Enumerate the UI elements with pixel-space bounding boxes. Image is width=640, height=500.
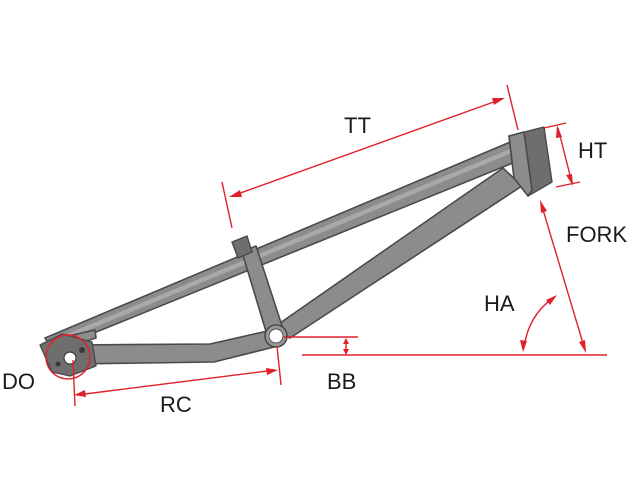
ha-arrow-top [546, 295, 557, 305]
dropout-bolt-2 [55, 361, 61, 367]
rc-extension-left [72, 359, 76, 407]
label-tt: TT [344, 113, 371, 138]
rc-dimension-line [76, 369, 276, 396]
seat-clamp [231, 235, 253, 259]
label-ha: HA [484, 291, 515, 316]
fork-arrow-top [540, 200, 547, 213]
dropout-bolt [79, 347, 85, 353]
bike-frame [39, 126, 553, 377]
bottom-bracket-bore [268, 328, 284, 344]
ha-arrow-bottom [520, 340, 527, 352]
dimension-lines [45, 84, 607, 407]
top-tube-highlight [60, 148, 514, 341]
label-rc: RC [160, 392, 192, 417]
bb-arrow-top [343, 338, 349, 344]
ha-angle-arc [523, 297, 554, 349]
ht-extension-bottom [555, 181, 581, 188]
tt-arrow-left [229, 190, 242, 197]
do-highlight-circle [45, 334, 91, 380]
tt-extension-right [506, 84, 519, 131]
label-bb: BB [327, 369, 356, 394]
tt-dimension-line [231, 98, 503, 197]
rc-arrow-right [266, 368, 278, 375]
head-tube-face [508, 131, 533, 197]
chain-stay [69, 329, 279, 365]
label-do: DO [2, 369, 35, 394]
label-ht: HT [578, 138, 607, 163]
ht-arrow-top [556, 125, 562, 138]
rc-arrow-left [74, 390, 86, 397]
tt-arrow-right [492, 98, 505, 105]
dropout-slot [63, 351, 77, 365]
fork-dimension-line [540, 202, 586, 351]
label-fork: FORK [566, 222, 627, 247]
ht-extension-top [543, 122, 567, 129]
fork-arrow-bottom [579, 340, 586, 353]
bb-arrow-bottom [343, 349, 349, 355]
rc-extension-right [276, 345, 282, 386]
tt-extension-left [221, 181, 233, 229]
dimension-labels: TT HT FORK HA DO BB RC [2, 113, 627, 417]
ht-arrow-bottom [566, 174, 573, 186]
